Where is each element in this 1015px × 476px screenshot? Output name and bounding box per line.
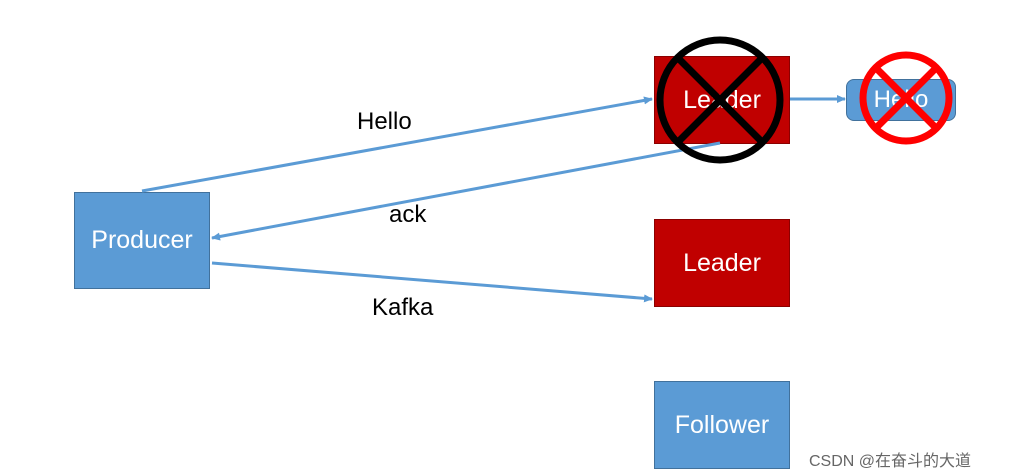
follower-label: Follower (674, 410, 770, 439)
watermark: CSDN @在奋斗的大道 (809, 453, 972, 470)
hello-edge-label: Hello (357, 108, 412, 135)
leader-node-middle: Leader (654, 219, 790, 307)
producer-label: Producer (91, 226, 193, 254)
black-cross-icon (656, 36, 784, 164)
producer-node: Producer (74, 192, 210, 289)
red-cross-icon (859, 51, 953, 145)
kafka-arrow (211, 261, 653, 303)
kafka-edge-label: Kafka (372, 294, 434, 321)
ack-edge-label: ack (389, 201, 427, 228)
leader-middle-label: Leader (683, 248, 761, 277)
follower-node: Follower (654, 381, 790, 469)
hello-arrow (141, 96, 653, 193)
ack-arrow (211, 141, 721, 241)
